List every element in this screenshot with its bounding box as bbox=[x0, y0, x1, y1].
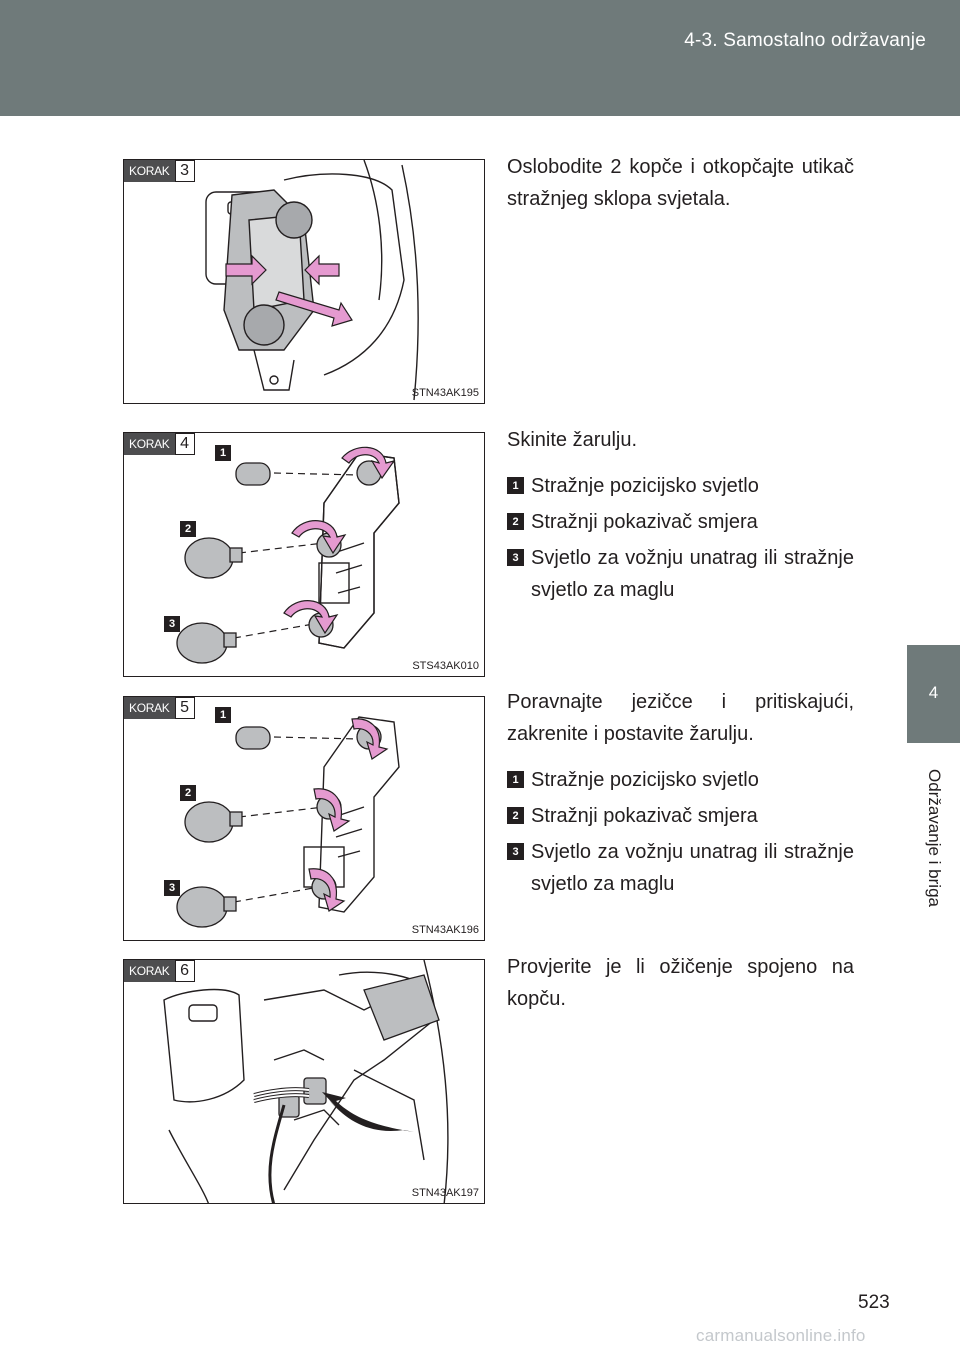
list-item: 3 Svjetlo za vožnju unatrag ili stražnje… bbox=[507, 836, 854, 900]
callout-3: 3 bbox=[164, 880, 180, 896]
step-badge: KORAK 6 bbox=[124, 960, 195, 982]
list-item: 2 Stražnji pokazivač smjera bbox=[507, 800, 854, 832]
bulb-list: 1 Stražnje pozicijsko svjetlo 2 Stražnji… bbox=[507, 470, 854, 606]
list-item: 2 Stražnji pokazivač smjera bbox=[507, 506, 854, 538]
list-number: 2 bbox=[507, 807, 524, 824]
step-6-text: Provjerite je li ožičenje spojeno na kop… bbox=[507, 951, 854, 1015]
list-number: 3 bbox=[507, 549, 524, 566]
figure-code: STS43AK010 bbox=[412, 660, 479, 672]
callout-2: 2 bbox=[180, 785, 196, 801]
callout-2: 2 bbox=[180, 521, 196, 537]
figure-code: STN43AK197 bbox=[411, 1187, 479, 1199]
figure-step-4: KORAK 4 1 2 3 bbox=[123, 432, 485, 677]
figure-step-3: KORAK 3 STN43AK195 bbox=[123, 159, 485, 404]
step-number: 6 bbox=[174, 960, 195, 982]
step-number: 5 bbox=[174, 697, 195, 719]
list-item: 3 Svjetlo za vožnju unatrag ili stražnje… bbox=[507, 542, 854, 606]
page-header: 4-3. Samostalno održavanje bbox=[0, 0, 960, 116]
chapter-number: 4 bbox=[928, 683, 939, 702]
step-6-instruction: Provjerite je li ožičenje spojeno na kop… bbox=[507, 956, 854, 1010]
step-badge-word: KORAK bbox=[124, 433, 175, 455]
list-text: Svjetlo za vožnju unatrag ili stražnje s… bbox=[531, 547, 854, 601]
page-number: 523 bbox=[858, 1292, 890, 1313]
chapter-tab: 4 bbox=[907, 645, 960, 743]
bulb-install-illustration bbox=[176, 716, 400, 928]
callout-1: 1 bbox=[215, 707, 231, 723]
step-badge-word: KORAK bbox=[124, 697, 175, 719]
chapter-label: Održavanje i briga bbox=[925, 769, 944, 907]
step-badge-word: KORAK bbox=[124, 960, 175, 982]
list-number: 1 bbox=[507, 771, 524, 788]
section-title: 4-3. Samostalno održavanje bbox=[684, 30, 926, 51]
step-badge: KORAK 5 bbox=[124, 697, 195, 719]
list-text: Stražnje pozicijsko svjetlo bbox=[531, 475, 759, 497]
step-3-text: Oslobodite 2 kopče i otkopčajte utikač s… bbox=[507, 151, 854, 215]
figure-step-5: KORAK 5 1 2 3 STN43A bbox=[123, 696, 485, 941]
figure-code: STN43AK196 bbox=[411, 924, 479, 936]
list-number: 2 bbox=[507, 513, 524, 530]
bulb-list: 1 Stražnje pozicijsko svjetlo 2 Stražnji… bbox=[507, 764, 854, 900]
step-badge: KORAK 4 bbox=[124, 433, 195, 455]
callout-1: 1 bbox=[215, 445, 231, 461]
bulb-removal-illustration bbox=[176, 446, 400, 664]
step-3-instruction: Oslobodite 2 kopče i otkopčajte utikač s… bbox=[507, 156, 854, 210]
step-badge-word: KORAK bbox=[124, 160, 175, 182]
list-text: Stražnji pokazivač smjera bbox=[531, 805, 758, 827]
figure-step-6: KORAK 6 STN43AK197 bbox=[123, 959, 485, 1204]
figure-code: STN43AK195 bbox=[411, 387, 479, 399]
step-number: 4 bbox=[174, 433, 195, 455]
taillight-connector-illustration bbox=[205, 160, 419, 401]
step-badge: KORAK 3 bbox=[124, 160, 195, 182]
watermark: carmanualsonline.info bbox=[696, 1326, 866, 1345]
step-4-text: Skinite žarulju. 1 Stražnje pozicijsko s… bbox=[507, 424, 854, 610]
step-4-instruction: Skinite žarulju. bbox=[507, 429, 638, 451]
list-text: Stražnji pokazivač smjera bbox=[531, 511, 758, 533]
step-5-instruction: Poravnajte jezičce i pritiskajući, zakre… bbox=[507, 691, 854, 745]
callout-3: 3 bbox=[164, 616, 180, 632]
step-5-text: Poravnajte jezičce i pritiskajući, zakre… bbox=[507, 686, 854, 904]
step-number: 3 bbox=[174, 160, 195, 182]
list-text: Stražnje pozicijsko svjetlo bbox=[531, 769, 759, 791]
list-item: 1 Stražnje pozicijsko svjetlo bbox=[507, 764, 854, 796]
list-text: Svjetlo za vožnju unatrag ili stražnje s… bbox=[531, 841, 854, 895]
list-number: 1 bbox=[507, 477, 524, 494]
wiring-clip-illustration bbox=[163, 960, 449, 1203]
list-item: 1 Stražnje pozicijsko svjetlo bbox=[507, 470, 854, 502]
list-number: 3 bbox=[507, 843, 524, 860]
